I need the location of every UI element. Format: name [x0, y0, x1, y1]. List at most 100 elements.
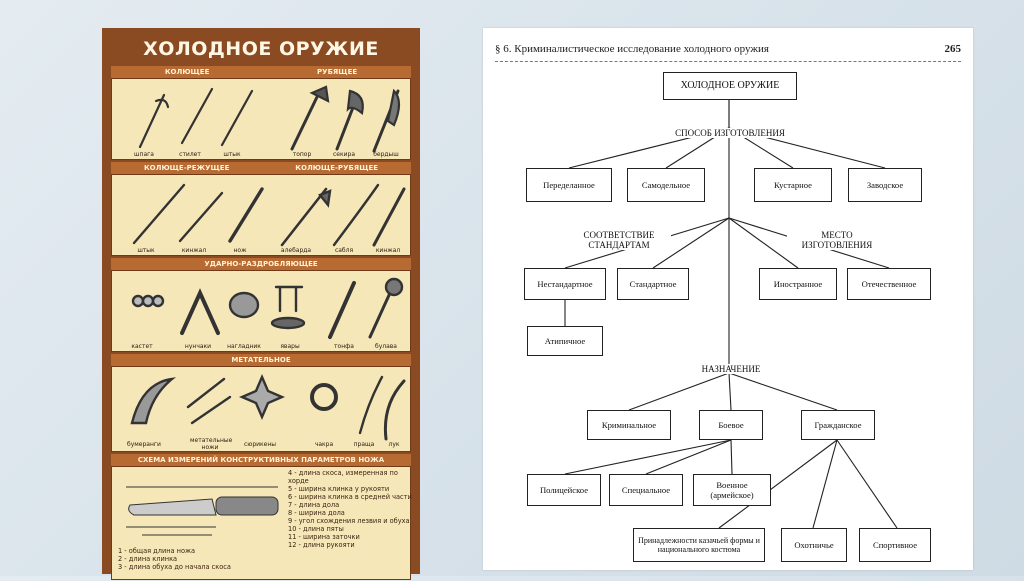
legend-item: 4 - длина скоса, измеренная по — [288, 469, 398, 477]
rapier-icon — [138, 93, 166, 149]
node-place: Отечественное — [847, 268, 931, 300]
label-method: СПОСОБ ИЗГОТОВЛЕНИЯ — [653, 128, 807, 138]
weapons-illustration-row3 — [131, 277, 404, 339]
label-line: ИЗГОТОВЛЕНИЯ — [801, 240, 873, 250]
knife-blade-icon — [128, 498, 217, 516]
node-civil: Спортивное — [859, 528, 931, 562]
caption: явары — [280, 343, 300, 350]
node-combat: Специальное — [609, 474, 683, 506]
node-place: Иностранное — [759, 268, 837, 300]
bayonet-icon — [220, 89, 254, 147]
axe-head-icon — [309, 85, 330, 103]
section-label: КОЛЮЩЕ-РЕЖУЩЕЕ — [143, 164, 230, 172]
section-band-crushing: УДАРНО-РАЗДРОБЛЯЮЩЕЕ — [111, 258, 411, 270]
weapons-illustration-row4 — [130, 373, 406, 441]
caption: шпага — [134, 151, 154, 158]
caption: нунчаки — [184, 343, 212, 350]
node-purpose: Криминальное — [587, 410, 671, 440]
legend-item: 10 - длина пяты — [288, 525, 344, 533]
legend-item: 11 - ширина заточки — [288, 533, 360, 541]
caption: нагладник — [227, 343, 261, 350]
halberd-head-icon — [318, 189, 332, 208]
mace-head-icon — [384, 277, 404, 297]
stiletto-icon — [180, 87, 214, 145]
caption: алебарда — [280, 247, 312, 254]
caption: бумеранги — [127, 441, 161, 448]
weapons-poster: ХОЛОДНОЕ ОРУЖИЕ КОЛЮЩЕЕ РУБЯЩЕЕ — [102, 28, 420, 580]
section-band-throwing: МЕТАТЕЛЬНОЕ — [111, 354, 411, 366]
label-purpose: НАЗНАЧЕНИЕ — [677, 364, 785, 374]
throwing-knife-icon — [190, 395, 232, 425]
caption: сабля — [334, 247, 354, 254]
section-band-knife-scheme: СХЕМА ИЗМЕРЕНИЙ КОНСТРУКТИВНЫХ ПАРАМЕТРО… — [111, 454, 411, 466]
knife-icon — [228, 187, 264, 243]
legend-item: 6 - ширина клинка в средней части — [288, 493, 412, 501]
caption: кинжал — [375, 247, 401, 254]
caption: стилет — [179, 151, 201, 158]
legend-item: 7 - длина дола — [288, 501, 340, 509]
caption: секира — [333, 151, 355, 158]
legend-item: 1 - общая длина ножа — [118, 547, 196, 555]
label-standards: СООТВЕТСТВИЕ СТАНДАРТАМ — [567, 230, 671, 250]
yawara-icon — [270, 285, 306, 330]
caption: топор — [292, 151, 312, 158]
panel-crushing: кастет нунчаки нагладник явары тонфа бул… — [111, 270, 411, 352]
halberd-icon — [280, 187, 328, 247]
boomerang-icon — [130, 377, 177, 425]
caption: кастет — [131, 343, 153, 350]
shuriken-icon — [238, 373, 286, 421]
page-header: § 6. Криминалистическое исследование хол… — [495, 43, 961, 59]
node-combat: Военное (армейское) — [693, 474, 771, 506]
label-place: МЕСТО ИЗГОТОВЛЕНИЯ — [787, 230, 887, 250]
brass-knuckles-icon — [131, 294, 165, 308]
node-atypical: Атипичное — [527, 326, 603, 356]
node-civil: Охотничье — [781, 528, 847, 562]
bow-icon — [383, 379, 406, 441]
legend-item: 9 - угол схождения лезвия и обуха — [288, 517, 410, 525]
node-standard: Нестандартное — [524, 268, 606, 300]
panel-stabbing-chopping: шпага стилет штык топор секира бердыш — [111, 78, 411, 160]
node-method: Переделанное — [526, 168, 612, 202]
caption: тонфа — [334, 343, 354, 350]
weapons-illustration-row2 — [132, 183, 406, 247]
legend-right: 4 - длина скоса, измеренная по хорде 5 -… — [288, 469, 412, 549]
node-method: Кустарное — [754, 168, 832, 202]
node-combat: Полицейское — [527, 474, 601, 506]
dagger-icon — [372, 187, 406, 247]
label-line: МЕСТО — [821, 230, 853, 240]
caption: лук — [388, 441, 400, 448]
section-label: РУБЯЩЕЕ — [317, 68, 358, 76]
section-label: КОЛЮЩЕЕ — [164, 68, 210, 76]
label-line: СТАНДАРТАМ — [588, 240, 650, 250]
page-number: 265 — [944, 43, 962, 55]
rapier-guard-icon — [154, 98, 170, 109]
caption: метательные ножи — [190, 437, 233, 451]
legend-item: 2 - длина клинка — [118, 555, 178, 563]
legend-item: 5 - ширина клинка у рукояти — [288, 485, 390, 493]
book-page: § 6. Криминалистическое исследование хол… — [483, 28, 973, 570]
panel-knife-scheme: 1 - общая длина ножа 2 - длина клинка 3 … — [111, 466, 412, 580]
node-purpose: Боевое — [699, 410, 763, 440]
label-line: СООТВЕТСТВИЕ — [583, 230, 655, 240]
section-band-stab-cut: КОЛЮЩЕ-РЕЖУЩЕЕ КОЛЮЩЕ-РУБЯЩЕЕ — [111, 162, 411, 174]
sabre-icon — [332, 183, 380, 247]
throwing-knife-icon — [186, 377, 226, 409]
axe-icon — [290, 95, 319, 151]
node-root: ХОЛОДНОЕ ОРУЖИЕ — [663, 72, 797, 100]
knife-handle-icon — [215, 496, 279, 516]
running-head: § 6. Криминалистическое исследование хол… — [495, 43, 769, 55]
panel-throwing: бумеранги метательные ножи сюрикены чакр… — [111, 366, 411, 452]
caption: праща — [353, 441, 375, 448]
legend-item: 12 - длина рукояти — [288, 541, 355, 549]
section-label: УДАРНО-РАЗДРОБЛЯЮЩЕЕ — [204, 260, 318, 268]
caption: нож — [233, 247, 247, 254]
section-label: СХЕМА ИЗМЕРЕНИЙ КОНСТРУКТИВНЫХ ПАРАМЕТРО… — [137, 456, 385, 464]
nunchaku-icon — [180, 288, 220, 335]
knuckle-guard-icon — [228, 291, 260, 319]
caption: сюрикены — [243, 441, 277, 448]
header-rule — [495, 61, 961, 62]
node-purpose: Гражданское — [801, 410, 875, 440]
sling-icon — [358, 375, 384, 435]
mace-icon — [368, 291, 392, 339]
